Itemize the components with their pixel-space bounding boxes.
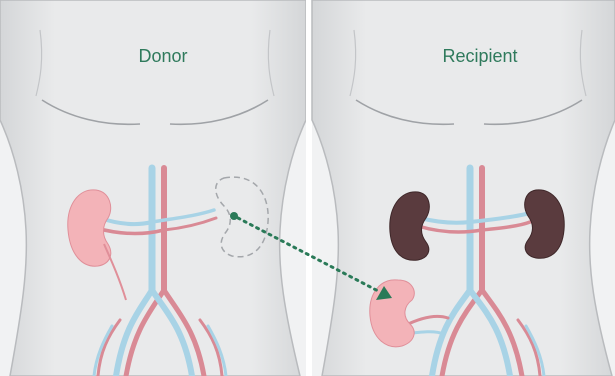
panel-divider <box>306 0 312 376</box>
recipient-panel: Recipient <box>312 0 615 376</box>
recipient-label: Recipient <box>442 46 517 66</box>
donor-label: Donor <box>138 46 187 66</box>
donor-panel: Donor <box>0 0 306 376</box>
